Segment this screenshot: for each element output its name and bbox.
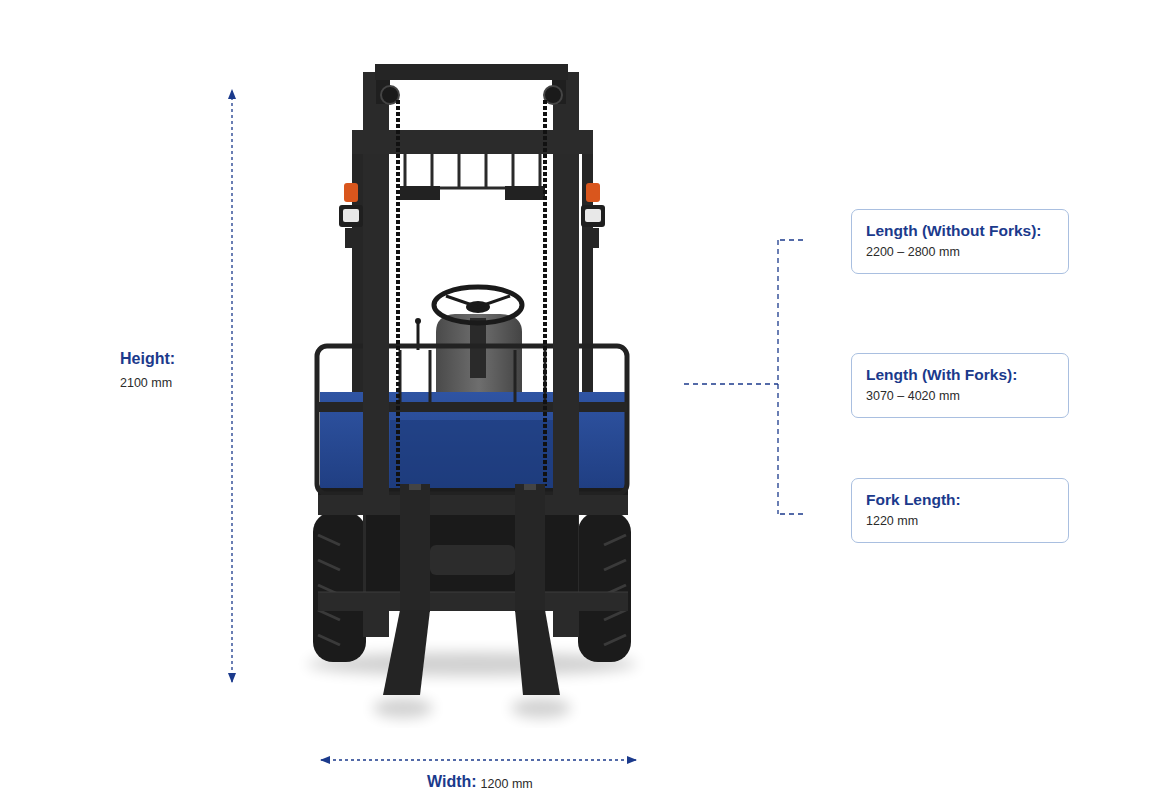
lamps-part: [589, 228, 599, 248]
null-part-part: [604, 535, 626, 545]
forks-part: [515, 484, 545, 612]
forks: [383, 484, 560, 695]
wheels: [313, 512, 631, 662]
dimension-lines-part: [231, 90, 232, 682]
fork-carriage: [318, 495, 628, 611]
dimension-name: Height:: [120, 350, 175, 368]
lamps-part: [345, 228, 355, 248]
wheels-part: [578, 512, 631, 662]
overhead-guard-part: [512, 152, 515, 188]
overhead-guard-part: [505, 186, 545, 200]
wheels-part: [313, 512, 366, 662]
dimension-value: 2200 – 2800 mm: [866, 244, 1054, 261]
lamps-part: [343, 209, 359, 222]
null-part-part: [318, 610, 340, 620]
dimension-heading: Length (Without Forks):: [866, 221, 1054, 241]
leader-bracket-part: [777, 240, 778, 514]
forks-part: [515, 610, 560, 695]
forks-part: [524, 484, 536, 490]
dimension-box: Length (Without Forks): 2200 – 2800 mm: [851, 209, 1069, 274]
fork-carriage-part: [430, 545, 515, 575]
fork-carriage-part: [318, 495, 628, 515]
dimension-value: 1220 mm: [866, 513, 1054, 530]
leader-bracket-part: [780, 513, 803, 514]
lamps-part: [344, 183, 358, 202]
lamps-part: [586, 183, 600, 202]
lamps-part: [339, 205, 363, 227]
fork-carriage-part: [318, 592, 628, 593]
dimension-box: Fork Length: 1220 mm: [851, 478, 1069, 543]
mast-part: [396, 100, 400, 486]
mast-part: [375, 64, 568, 80]
overhead-guard-part: [431, 152, 434, 188]
leader-bracket-part: [684, 383, 778, 384]
ground-shadow: [307, 652, 637, 718]
null-part-part: [604, 610, 626, 620]
fork-carriage-part: [318, 592, 628, 611]
lamps-part: [581, 205, 605, 227]
dimension-value: 2100 mm: [120, 376, 172, 390]
guard-rail-part: [514, 350, 517, 402]
overhead-guard-part: [485, 152, 488, 188]
overhead-guard-part: [458, 152, 461, 188]
null-part-part: [318, 535, 340, 545]
overhead-guard-part: [400, 186, 440, 200]
overhead-guard-part: [352, 132, 363, 397]
seat-and-steering-part: [446, 296, 478, 307]
forks-part: [383, 610, 430, 695]
dimension-name: Width:: [427, 773, 477, 791]
lamps-part: [585, 209, 601, 222]
null-part-part: [318, 635, 340, 645]
guard-rail-part: [429, 350, 432, 402]
dimension-heading: Length (With Forks):: [866, 365, 1054, 385]
mast-part: [352, 130, 593, 154]
overhead-guard-part: [582, 132, 593, 397]
ground-shadow-part: [373, 698, 433, 718]
mast: [352, 64, 593, 637]
dimension-value: 3070 – 4020 mm: [866, 388, 1054, 405]
seat-and-steering-part: [415, 318, 421, 324]
seat-and-steering-part: [478, 296, 510, 307]
null-part-part: [604, 635, 626, 645]
seat-and-steering-part: [434, 287, 522, 323]
leader-bracket: [684, 240, 803, 514]
overhead-guard-part: [405, 152, 540, 188]
truck-body-part: [390, 420, 555, 490]
dimension-value: 1200 mm: [481, 777, 533, 791]
seat-and-steering-part: [436, 314, 522, 395]
null-part-part: [604, 560, 626, 570]
forks-part: [409, 484, 421, 490]
mast-part: [543, 100, 547, 486]
fork-carriage-part: [366, 514, 578, 594]
null-part-part: [318, 560, 340, 570]
dimension-box: Length (With Forks): 3070 – 4020 mm: [851, 353, 1069, 418]
forks-part: [400, 484, 430, 612]
dimension-heading: Fork Length:: [866, 490, 1054, 510]
ground-shadow-part: [511, 698, 571, 718]
dimension-lines-part: [321, 759, 636, 760]
leader-bracket-part: [780, 239, 803, 240]
